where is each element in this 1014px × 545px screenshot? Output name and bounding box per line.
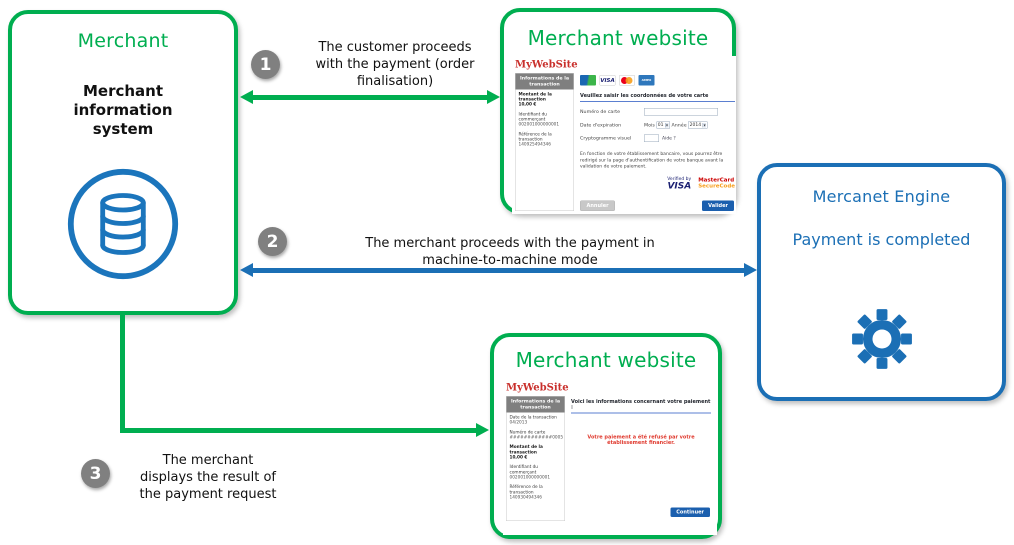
merchant-id-item: Identifiant du commerçant 00200100000000… [509, 464, 551, 480]
merchant-box-title: Merchant [77, 30, 169, 52]
card-number-row: Numéro de carte [580, 108, 735, 116]
transaction-info-header: Informations de la transaction [506, 396, 565, 413]
card-cb-icon [580, 74, 596, 86]
transaction-info-panel: Informations de la transaction Date de l… [506, 396, 565, 521]
expiry-label: Date d'expiration [580, 122, 622, 128]
arrow-2-head-right [744, 263, 757, 277]
chevron-down-icon: ▾ [702, 122, 707, 128]
card-mastercard-icon [619, 74, 635, 86]
step-1-badge: 1 [251, 50, 280, 79]
payment-refused-message: Votre paiement a été refusé par votre ét… [587, 434, 695, 446]
cvv-label: Cryptogramme visuel [580, 135, 632, 142]
month-select[interactable]: 01▾ [656, 121, 671, 129]
cvv-input[interactable] [644, 134, 659, 142]
card-number-label: Numéro de carte [580, 109, 621, 115]
mywebsite-logo: MyWebSite [506, 381, 569, 393]
merchant-box: Merchant Merchant information system [8, 10, 238, 315]
payment-page-screenshot: MyWebSite Informations de la transaction… [512, 56, 736, 214]
transaction-amount-item: Montant de la transaction 10,00 € [518, 91, 552, 108]
merchant-website-bottom-title: Merchant website [515, 348, 697, 372]
merchant-id-item: Identifiant du commerçant 00200100000000… [518, 111, 560, 128]
payment-result-screenshot: MyWebSite Informations de la transaction… [503, 379, 717, 535]
cvv-help-link[interactable]: Aide ? [662, 135, 676, 141]
mercanet-engine-title: Mercanet Engine [812, 187, 951, 206]
merchant-subtitle: Merchant information system [73, 82, 173, 138]
transaction-info-panel: Informations de la transaction Montant d… [515, 73, 574, 211]
transaction-amount-item: Montant de la transaction 10,00 € [509, 444, 543, 460]
cancel-button[interactable]: Annuler [580, 200, 616, 211]
mastercard-securecode-logo: MasterCard SecureCode [698, 176, 735, 189]
cvv-row: Cryptogramme visuel Aide ? [580, 134, 735, 142]
transaction-date-item: Date de la transaction 04/2013 [509, 414, 557, 425]
card-number-input[interactable] [644, 108, 718, 116]
bank-redirect-notice: En fonction de votre établissement banca… [580, 151, 724, 170]
transaction-info-header: Informations de la transaction [515, 73, 574, 90]
step-1-label: The customer proceeds with the payment (… [315, 40, 475, 89]
transaction-ref-item: Référence de la transaction 140925494346 [518, 131, 552, 148]
mywebsite-logo: MyWebSite [515, 58, 578, 70]
chevron-down-icon: ▾ [665, 122, 669, 128]
arrow-2-line [252, 268, 745, 273]
arrow-3-line-vertical [120, 315, 125, 432]
gear-icon [848, 305, 916, 377]
step-2-badge: 2 [258, 227, 287, 256]
submit-button[interactable]: Valider [702, 200, 734, 211]
payment-info-heading: Voici les informations concernant votre … [571, 399, 711, 414]
year-label: Année [671, 122, 687, 128]
arrow-2-head-left [240, 263, 253, 277]
merchant-website-box-top: Merchant website MyWebSite Informations … [500, 8, 736, 214]
mercanet-engine-box: Mercanet Engine Payment is completed [757, 163, 1006, 401]
arrow-1-head-left [240, 90, 253, 104]
arrow-3-head-right [476, 423, 489, 437]
transaction-ref-item: Référence de la transaction 140930494346 [509, 484, 543, 500]
card-form-heading: Veuillez saisir les coordonnées de votre… [580, 93, 735, 102]
arrow-3-line-horizontal [120, 428, 478, 433]
step-2-label: The merchant proceeds with the payment i… [365, 236, 655, 268]
card-number-item: Numéro de carte ############0005 [509, 429, 564, 440]
merchant-website-box-bottom: Merchant website MyWebSite Informations … [490, 333, 722, 539]
card-brand-logos: VISA AMEX [580, 74, 735, 86]
arrow-1-head-right [487, 90, 500, 104]
merchant-website-top-title: Merchant website [527, 26, 709, 50]
arrow-1-line [252, 95, 490, 100]
year-select[interactable]: 2014▾ [688, 121, 708, 129]
step-3-label: The merchant displays the result of the … [139, 453, 277, 502]
step-3-badge: 3 [81, 459, 110, 488]
database-icon [65, 166, 181, 286]
month-label: Mois [644, 122, 655, 128]
expiry-row: Date d'expiration Mois 01▾ Année 2014▾ [580, 121, 735, 129]
continue-button[interactable]: Continuer [670, 507, 710, 517]
verified-by-visa-logo: Verified by VISA [667, 176, 692, 191]
card-amex-icon: AMEX [638, 74, 655, 86]
payment-status-text: Payment is completed [792, 230, 971, 249]
card-visa-icon: VISA [599, 74, 616, 86]
